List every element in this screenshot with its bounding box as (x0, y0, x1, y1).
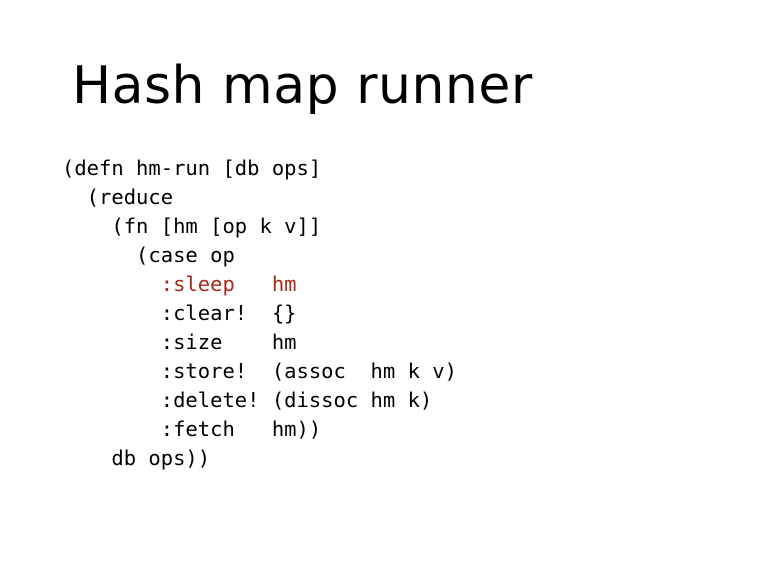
code-line: :store! (assoc hm k v) (62, 359, 457, 383)
code-line: db ops)) (62, 446, 211, 470)
code-line: :size hm (62, 330, 297, 354)
code-line: :clear! {} (62, 301, 297, 325)
code-line: (case op (62, 243, 235, 267)
code-block: (defn hm-run [db ops] (reduce (fn [hm [o… (62, 154, 457, 473)
code-line: :delete! (dissoc hm k) (62, 388, 433, 412)
slide-title: Hash map runner (72, 56, 533, 116)
code-line: (reduce (62, 185, 174, 209)
code-line-highlighted: :sleep hm (62, 272, 297, 296)
code-line: (defn hm-run [db ops] (62, 156, 322, 180)
code-line: (fn [hm [op k v]] (62, 214, 322, 238)
code-line: :fetch hm)) (62, 417, 322, 441)
